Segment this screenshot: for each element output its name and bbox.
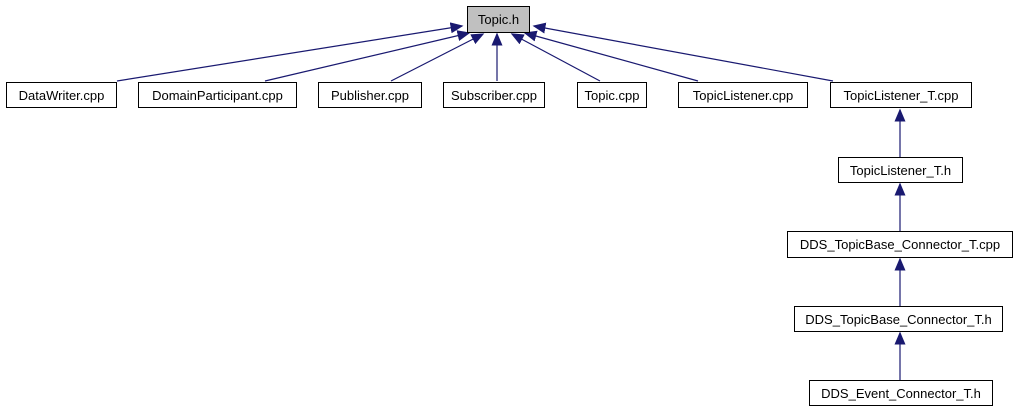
node-topic-cpp[interactable]: Topic.cpp <box>577 82 647 108</box>
edge-domainparticipant-to-topic-h <box>264 30 471 82</box>
node-topiclistener-t-cpp[interactable]: TopicListener_T.cpp <box>830 82 972 108</box>
node-domainparticipant-cpp[interactable]: DomainParticipant.cpp <box>138 82 297 108</box>
node-topic-h: Topic.h <box>467 6 530 33</box>
edge-topiclistener-to-topic-h <box>523 30 699 82</box>
node-publisher-cpp[interactable]: Publisher.cpp <box>318 82 422 108</box>
node-topiclistener-cpp[interactable]: TopicListener.cpp <box>678 82 808 108</box>
edge-topiclistener-t-cpp-to-topic-h <box>532 22 834 82</box>
node-topiclistener-t-h[interactable]: TopicListener_T.h <box>838 157 963 183</box>
node-dds-topicbase-connector-t-h[interactable]: DDS_TopicBase_Connector_T.h <box>794 306 1003 332</box>
node-dds-event-connector-t-h[interactable]: DDS_Event_Connector_T.h <box>809 380 993 406</box>
edge-publisher-to-topic-h <box>390 33 485 82</box>
edge-topic-cpp-to-topic-h <box>510 33 601 82</box>
edge-datawriter-to-topic-h <box>116 22 464 82</box>
node-subscriber-cpp[interactable]: Subscriber.cpp <box>443 82 545 108</box>
node-dds-topicbase-connector-t-cpp[interactable]: DDS_TopicBase_Connector_T.cpp <box>787 231 1013 258</box>
node-datawriter-cpp[interactable]: DataWriter.cpp <box>6 82 117 108</box>
